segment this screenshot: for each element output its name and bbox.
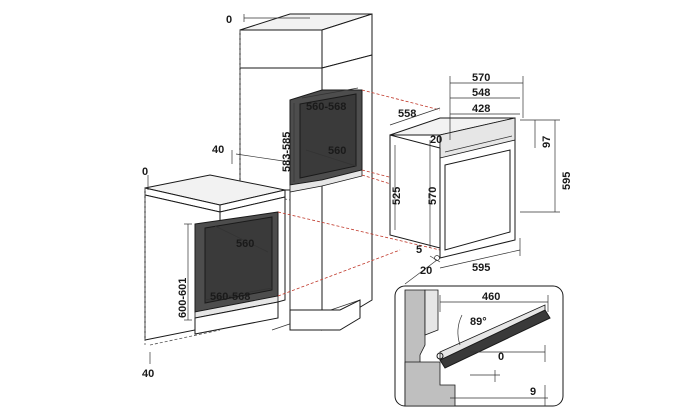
oven-front-height-label: 570 (427, 187, 439, 205)
door-bottom-gap-label: 9 (530, 386, 536, 398)
oven-body-width-label: 548 (472, 87, 490, 99)
oven-total-height-label: 595 (561, 172, 573, 190)
oven-panel-depth-label: 97 (541, 136, 553, 148)
oven-depth-label: 558 (398, 108, 416, 120)
oven-total-width-label: 570 (472, 72, 490, 84)
oven-front-width-label: 595 (472, 262, 490, 274)
door-open-reach-label: 460 (482, 291, 500, 303)
tall-niche-width-label: 560-568 (306, 101, 346, 113)
oven (389, 117, 516, 259)
oven-body-height-label: 525 (391, 187, 403, 205)
oven-bottom-side-label: 20 (420, 265, 432, 277)
oven-front-offset-label: 20 (430, 134, 442, 146)
base-niche-depth-label: 560 (236, 238, 254, 250)
door-angle-label: 89° (470, 316, 487, 328)
tall-niche-height-label: 583-585 (281, 132, 293, 172)
oven-bottom-offset-label: 5 (416, 244, 422, 256)
tall-niche-depth-label: 560 (328, 145, 346, 157)
base-cabinet-dims (147, 175, 273, 364)
tall-cabinet (239, 13, 373, 331)
base-bottom-gap-label: 40 (142, 368, 154, 380)
oven-inner-width-label: 428 (472, 103, 490, 115)
base-cabinet (144, 174, 286, 346)
tall-cabinet-dims (231, 14, 359, 182)
tall-top-clearance-label: 0 (226, 14, 232, 26)
tall-side-gap-label: 40 (212, 144, 224, 156)
base-top-clearance-label: 0 (142, 166, 148, 178)
base-niche-height-label: 600-601 (177, 278, 189, 318)
door-detail (394, 285, 564, 407)
base-niche-width-label: 560-568 (210, 291, 250, 303)
door-clearance-label: 0 (498, 351, 504, 363)
oven-dims (389, 76, 560, 285)
